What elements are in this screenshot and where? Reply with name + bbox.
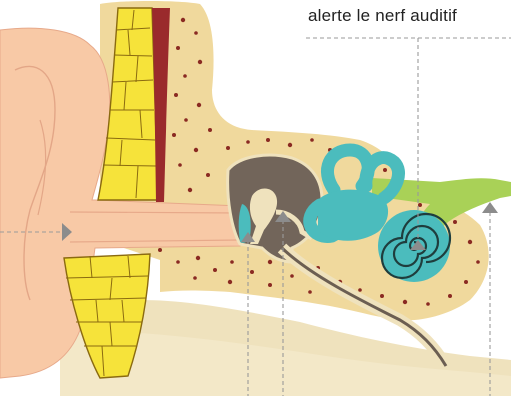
- caption-auditory-nerve: alerte le nerf auditif: [308, 6, 457, 26]
- ear-canal: [65, 210, 242, 244]
